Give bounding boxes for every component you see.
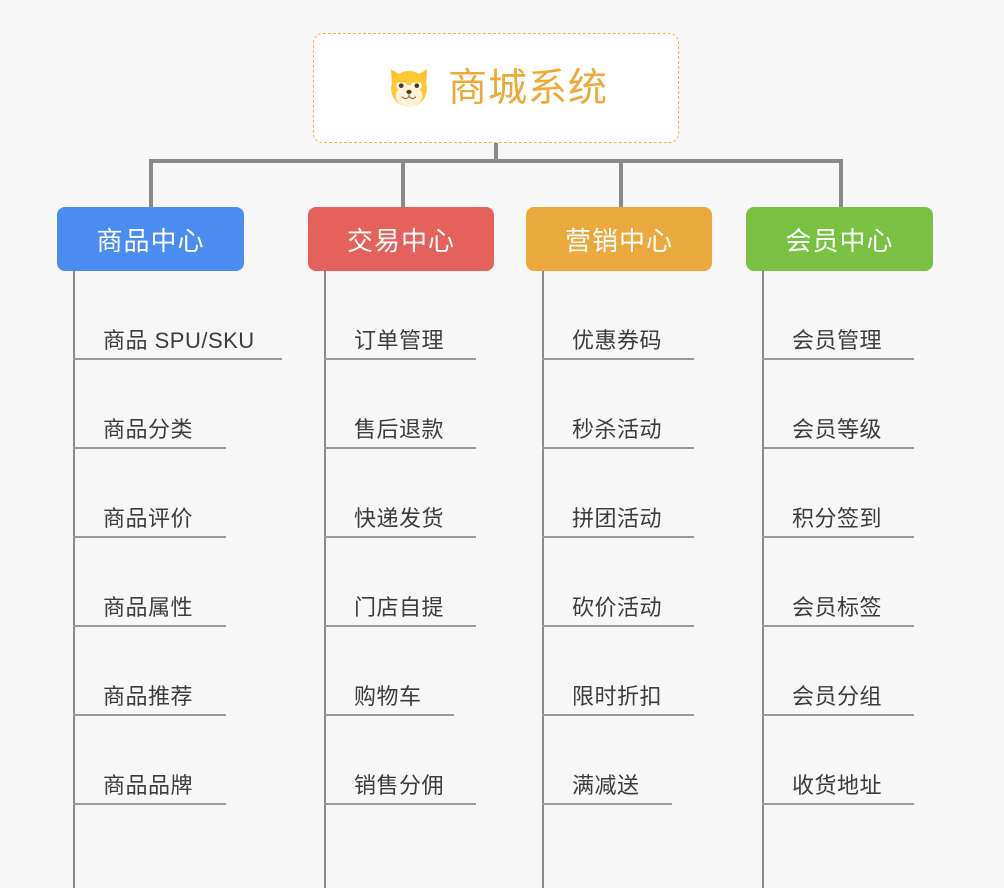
leaf-label: 满减送 xyxy=(572,772,640,798)
leaf-item[interactable]: 门店自提 xyxy=(324,538,476,627)
leaf-trunk-line xyxy=(73,271,75,888)
leaf-label: 销售分佣 xyxy=(354,772,445,798)
leaf-item[interactable]: 商品品牌 xyxy=(73,716,226,805)
connector-drop-4 xyxy=(839,159,843,207)
leaf-label: 砍价活动 xyxy=(572,594,663,620)
leaf-label: 会员等级 xyxy=(792,416,883,442)
leaf-item[interactable]: 会员标签 xyxy=(762,538,914,627)
leaf-label: 会员管理 xyxy=(792,327,883,353)
leaf-item[interactable]: 商品 SPU/SKU xyxy=(73,271,282,360)
leaf-label: 快递发货 xyxy=(354,505,445,531)
connector-horizontal-bus xyxy=(149,159,843,163)
leaf-label: 商品属性 xyxy=(103,594,194,620)
leaf-label: 限时折扣 xyxy=(572,683,663,709)
leaf-item[interactable]: 商品推荐 xyxy=(73,627,226,716)
category-label: 营销中心 xyxy=(564,225,673,256)
leaf-list-3: 优惠券码 秒杀活动 拼团活动 砍价活动 限时折扣 满减送 xyxy=(526,271,712,888)
category-column-4: 会员中心 会员管理 会员等级 积分签到 会员标签 会员分组 收货地址 xyxy=(746,207,933,888)
leaf-label: 购物车 xyxy=(354,683,422,709)
root-node[interactable]: 商城系统 xyxy=(313,33,679,143)
connector-root-stem xyxy=(494,143,498,161)
leaf-trunk-line xyxy=(542,271,544,888)
leaf-item[interactable]: 快递发货 xyxy=(324,449,476,538)
leaf-label: 商品 SPU/SKU xyxy=(103,327,255,353)
leaf-label: 售后退款 xyxy=(354,416,445,442)
leaf-item[interactable]: 会员分组 xyxy=(762,627,914,716)
mindmap-canvas: 商城系统 商品中心 商品 SPU/SKU 商品分类 商品评价 商品属性 商品推荐… xyxy=(57,33,933,888)
leaf-label: 商品品牌 xyxy=(103,772,194,798)
leaf-label: 商品评价 xyxy=(103,505,194,531)
leaf-item[interactable]: 订单管理 xyxy=(324,271,476,360)
leaf-list-4: 会员管理 会员等级 积分签到 会员标签 会员分组 收货地址 xyxy=(746,271,933,888)
connector-drop-1 xyxy=(149,159,153,207)
leaf-item[interactable]: 售后退款 xyxy=(324,360,476,449)
leaf-label: 商品分类 xyxy=(103,416,194,442)
leaf-list-1: 商品 SPU/SKU 商品分类 商品评价 商品属性 商品推荐 商品品牌 xyxy=(57,271,282,888)
category-column-1: 商品中心 商品 SPU/SKU 商品分类 商品评价 商品属性 商品推荐 商品品牌 xyxy=(57,207,282,888)
leaf-label: 商品推荐 xyxy=(103,683,194,709)
leaf-label: 优惠券码 xyxy=(572,327,663,353)
category-header-2[interactable]: 交易中心 xyxy=(308,207,494,271)
leaf-item[interactable]: 销售分佣 xyxy=(324,716,476,805)
leaf-label: 收货地址 xyxy=(792,772,883,798)
leaf-item[interactable]: 商品属性 xyxy=(73,538,226,627)
leaf-item[interactable]: 积分签到 xyxy=(762,449,914,538)
category-column-2: 交易中心 订单管理 售后退款 快递发货 门店自提 购物车 销售分佣 xyxy=(308,207,494,888)
category-header-1[interactable]: 商品中心 xyxy=(57,207,244,271)
leaf-item[interactable]: 优惠券码 xyxy=(542,271,694,360)
leaf-label: 订单管理 xyxy=(354,327,445,353)
leaf-label: 门店自提 xyxy=(354,594,445,620)
category-label: 商品中心 xyxy=(96,225,205,256)
category-header-3[interactable]: 营销中心 xyxy=(526,207,712,271)
root-title: 商城系统 xyxy=(447,66,608,110)
leaf-item[interactable]: 满减送 xyxy=(542,716,672,805)
leaf-label: 积分签到 xyxy=(792,505,883,531)
shiba-dog-face-icon xyxy=(391,69,427,107)
leaf-label: 拼团活动 xyxy=(572,505,663,531)
leaf-item[interactable]: 会员等级 xyxy=(762,360,914,449)
leaf-item[interactable]: 秒杀活动 xyxy=(542,360,694,449)
leaf-trunk-line xyxy=(324,271,326,888)
leaf-item[interactable]: 商品分类 xyxy=(73,360,226,449)
leaf-item[interactable]: 购物车 xyxy=(324,627,454,716)
leaf-item[interactable]: 会员管理 xyxy=(762,271,914,360)
leaf-item[interactable]: 拼团活动 xyxy=(542,449,694,538)
leaf-list-2: 订单管理 售后退款 快递发货 门店自提 购物车 销售分佣 xyxy=(308,271,494,888)
leaf-label: 会员分组 xyxy=(792,683,883,709)
category-label: 会员中心 xyxy=(785,225,894,256)
leaf-label: 秒杀活动 xyxy=(572,416,663,442)
category-label: 交易中心 xyxy=(346,225,455,256)
connector-drop-2 xyxy=(401,159,405,207)
leaf-item[interactable]: 砍价活动 xyxy=(542,538,694,627)
leaf-label: 会员标签 xyxy=(792,594,883,620)
leaf-item[interactable]: 限时折扣 xyxy=(542,627,694,716)
leaf-trunk-line xyxy=(762,271,764,888)
leaf-item[interactable]: 商品评价 xyxy=(73,449,226,538)
category-header-4[interactable]: 会员中心 xyxy=(746,207,933,271)
connector-drop-3 xyxy=(619,159,623,207)
category-column-3: 营销中心 优惠券码 秒杀活动 拼团活动 砍价活动 限时折扣 满减送 xyxy=(526,207,712,888)
leaf-item[interactable]: 收货地址 xyxy=(762,716,914,805)
